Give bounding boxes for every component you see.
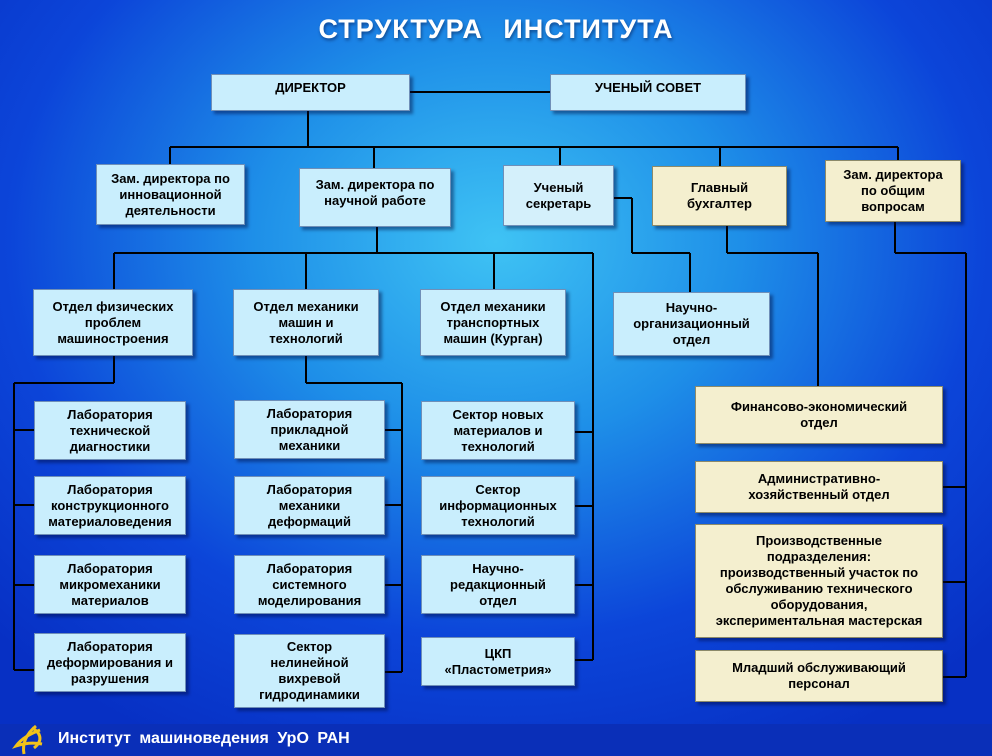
col1-lab[interactable]: Лаборатория конструкционного материалове… xyxy=(34,476,186,535)
deputy-general-box[interactable]: Зам. директора по общим вопросам xyxy=(825,160,961,222)
dept-physical-problems[interactable]: Отдел физических проблем машиностроения xyxy=(33,289,193,356)
col1-lab[interactable]: Лаборатория технической диагностики xyxy=(34,401,186,460)
deputy-innovation-box[interactable]: Зам. директора по инновационной деятельн… xyxy=(96,164,245,225)
scientific-secretary-box[interactable]: Ученый секретарь xyxy=(503,165,614,226)
deputy-science-box[interactable]: Зам. директора по научной работе xyxy=(299,168,451,227)
col4-unit-staff[interactable]: Младший обслуживающий персонал xyxy=(695,650,943,702)
dept-mechanics-machines[interactable]: Отдел механики машин и технологий xyxy=(233,289,379,356)
col4-unit-production[interactable]: Производственные подразделения: производ… xyxy=(695,524,943,638)
col4-unit-admin[interactable]: Административно-хозяйственный отдел xyxy=(695,461,943,513)
col1-lab[interactable]: Лаборатория деформирования и разрушения xyxy=(34,633,186,692)
col2-lab[interactable]: Лаборатория системного моделирования xyxy=(234,555,385,614)
page-title: СТРУКТУРА ИНСТИТУТА xyxy=(318,14,674,44)
col3-unit[interactable]: Сектор информационных технологий xyxy=(421,476,575,535)
col4-unit-finance[interactable]: Финансово-экономический отдел xyxy=(695,386,943,444)
col3-unit[interactable]: Научно-редакционный отдел xyxy=(421,555,575,614)
col1-lab[interactable]: Лаборатория микромеханики материалов xyxy=(34,555,186,614)
col2-lab[interactable]: Лаборатория прикладной механики xyxy=(234,400,385,459)
dept-transport-mechanics[interactable]: Отдел механики транспортных машин (Курга… xyxy=(420,289,566,356)
col2-lab[interactable]: Сектор нелинейной вихревой гидродинамики xyxy=(234,634,385,708)
col2-lab[interactable]: Лаборатория механики деформаций xyxy=(234,476,385,535)
dept-sci-org[interactable]: Научно-организационный отдел xyxy=(613,292,770,356)
footer-bar: Институт машиноведения УрО РАН xyxy=(0,724,992,756)
academic-council-box[interactable]: УЧЕНЫЙ СОВЕТ xyxy=(550,74,746,111)
institute-logo-icon xyxy=(12,724,43,755)
director-box[interactable]: ДИРЕКТОР xyxy=(211,74,410,111)
col3-unit[interactable]: Сектор новых материалов и технологий xyxy=(421,401,575,460)
col3-unit[interactable]: ЦКП «Пластометрия» xyxy=(421,637,575,686)
footer-institute-name: Институт машиноведения УрО РАН xyxy=(58,730,350,747)
chief-accountant-box[interactable]: Главный бухгалтер xyxy=(652,166,787,226)
